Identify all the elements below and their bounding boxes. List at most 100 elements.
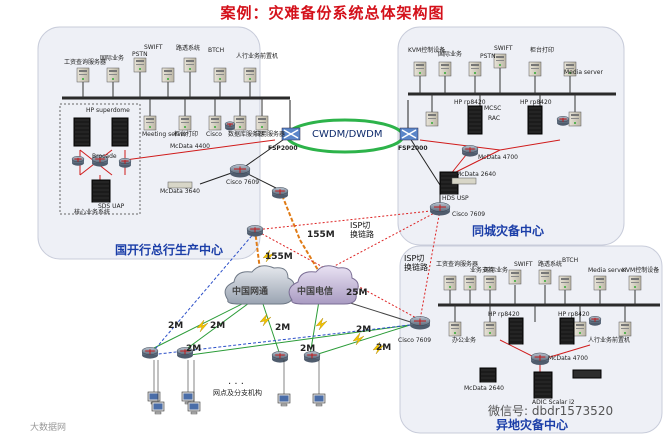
telecom-cloud-label: 中国电信 [297,287,334,297]
prod_mid-label: 数据库服务器 [228,131,265,138]
remote_servers-label: Media server [588,267,627,274]
link-2m-label: 2M [376,343,392,353]
production-server-icon [183,57,197,73]
same_mid-label: HP rp8420 [454,99,486,106]
core-system-box [59,103,141,215]
mcdata-2640-switch-icon [451,177,477,185]
remote-center-panel [399,245,663,434]
remote_servers-label: SWIFT [514,261,533,268]
storage-icons [73,105,602,399]
prod_core-label: SDS UAP [98,203,125,210]
branch-pc-icon [151,401,165,415]
branch-pc-icon [277,393,291,407]
same-city-server-drops [419,68,576,112]
production-server-icon [76,67,90,83]
production-server-icon [243,67,257,83]
production-app-server-icon [143,115,157,131]
branch-pc-icon [312,393,326,407]
brocade-switch-icon [91,155,109,167]
hp-rp8420-rack-icon [508,317,524,345]
remote-server-icon [538,269,552,285]
branch-router-icon [141,347,159,359]
telecom-cloud-icon [288,265,359,305]
same-city-server-icon [413,61,427,77]
sds-uap-storage-icon [91,179,111,203]
production-edge-router-icon [271,187,289,199]
link-2m-label: 2M [356,325,372,335]
same_mid-label: RAC [488,115,501,122]
same_servers-label: 柜台打印 [530,47,555,54]
prod_net-label: McData 4400 [170,143,210,150]
prod_mid-label: Meeting server [142,131,188,138]
remote_servers-label: 工资查询服务器 [436,261,479,268]
hp-rp8420-rack-icon [527,105,543,135]
same-city-app-server-icon [568,111,582,127]
remote_servers-label: KVM控制设备 [622,267,660,274]
same_servers-label: PSTN [480,53,496,60]
remote_net-label: ADIC Scalar i2 [532,399,575,406]
remote-server-icon [628,275,642,291]
branch-dots: · · · [228,379,244,390]
cisco-7609-same-city-router-icon [429,202,451,216]
cnc-cloud-icon [224,265,295,305]
prod_servers-label: 工资查询服务器 [64,59,107,66]
remote-center-label: 异地灾备中心 [496,418,569,432]
remote-server-icon [508,269,522,285]
link-2m-label: 2M [275,323,291,333]
production-server-icon [106,67,120,83]
production-server-icon [213,67,227,83]
same_servers-label: Media server [564,69,603,76]
same-city-server-icon [493,53,507,69]
fsp-right-label: FSP2000 [398,145,428,152]
remote_mid-label: 人行业务前置机 [588,337,631,344]
remote-server-icon [558,275,572,291]
fc-switch-icon [118,158,132,168]
production-app-server-icon [233,115,247,131]
isp-switch-label-2: ISP切 换链路 [404,254,428,272]
prod_servers-label: PSTN [132,51,148,58]
production-app-server-icon [208,115,222,131]
hp-rp8420-rack-icon [559,317,575,345]
remote_mid-label: HP rp8420 [558,311,590,318]
fsp-left-label: FSP2000 [268,145,298,152]
pc-icons [147,360,326,415]
branch-router-icon [271,351,289,363]
production-wan-router-icon [246,225,264,237]
remote-server-icon [593,275,607,291]
remote-app-server-icon [573,321,587,337]
prod_core-label: HP superdome [86,107,130,114]
same-city-fc-links [419,139,561,176]
link-2m-label: 2M [168,321,184,331]
same_net-label: McData 2640 [456,171,496,178]
production-app-server-icon [255,115,269,131]
link-2m-label: 2M [210,321,226,331]
remote_net-label: Cisco 7609 [398,337,432,344]
mcdata-4700-remote-switch-icon [530,352,550,366]
adic-scalar-storage-icon [533,371,553,399]
same_servers-label: SWIFT [494,45,513,52]
same_net-label: McData 4700 [478,154,518,161]
remote_servers-label: 路透系统 [538,261,563,268]
remote_net-label: McData 2640 [464,385,504,392]
branch-router-icon [176,347,194,359]
hp-superdome-rack-icon [111,117,129,147]
same_servers-label: KVM控制设备 [408,47,446,54]
production-server-drops [82,72,263,118]
isp-switch-label-1: ISP切 换链路 [350,221,374,239]
cwdm-label: CWDM/DWDM [312,129,383,140]
branch-pc-icon [187,401,201,415]
fsp-left-icon [281,127,301,141]
prod_mid-label: 应用服务器 [255,131,286,138]
same-city-server-icon [563,61,577,77]
prod_servers-label: 人行业务前置机 [236,53,279,60]
remote-server-icon [463,275,477,291]
same-city-misc-router-icon [556,116,570,126]
production-server-icon [161,67,175,83]
same-city-server-icon [468,61,482,77]
prod_core-label: Brocade [92,153,117,160]
link-25m: 25M [346,288,368,298]
remote_servers-label: BTCH [562,257,579,264]
prod_mid-label: Cisco [206,131,222,138]
remote-server-icon [483,275,497,291]
